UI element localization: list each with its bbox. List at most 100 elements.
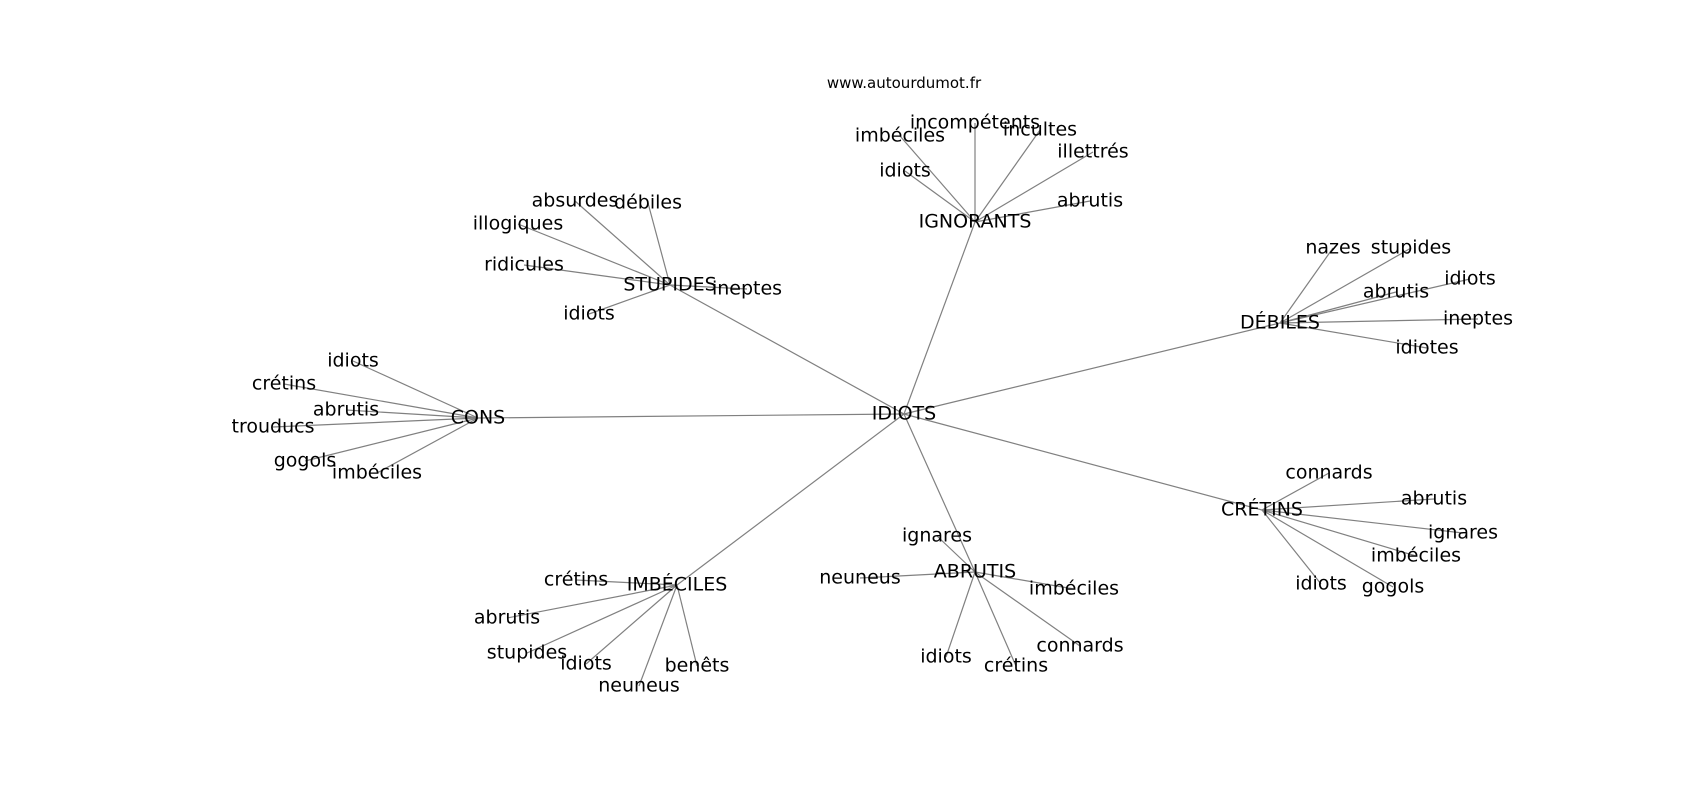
leaf-node-label[interactable]: neuneus <box>819 567 900 589</box>
leaf-node-label[interactable]: ignares <box>1428 522 1498 544</box>
edge-hub-to-leaf <box>974 200 1091 223</box>
edge-center-to-hub <box>903 413 976 573</box>
edge-hub-to-leaf <box>1261 509 1394 588</box>
leaf-node-label[interactable]: abrutis <box>474 607 540 629</box>
leaf-node-label[interactable]: gogols <box>1362 576 1425 598</box>
edge-center-to-hub <box>903 322 1281 415</box>
leaf-node-label[interactable]: incompétents <box>910 112 1040 134</box>
leaf-node-label[interactable]: idiots <box>327 350 379 372</box>
edge-hub-to-leaf <box>575 579 678 586</box>
edge-hub-to-leaf <box>647 202 671 286</box>
edge-hub-to-leaf <box>974 151 1094 223</box>
edge-hub-to-leaf <box>904 170 976 223</box>
edge-hub-to-leaf <box>376 417 479 474</box>
edge-hub-to-leaf <box>974 571 1017 667</box>
edge-hub-to-leaf <box>1261 509 1322 585</box>
edge-hub-to-leaf <box>1261 498 1435 511</box>
hub-node-label[interactable]: CONS <box>451 407 506 429</box>
edge-hub-to-leaf <box>974 129 1041 223</box>
leaf-node-label[interactable]: crétins <box>984 655 1048 677</box>
edge-hub-to-leaf <box>517 223 671 286</box>
leaf-node-label[interactable]: idiots <box>560 653 612 675</box>
node-labels: IDIOTSIGNORANTSimbécilesincompétentsincu… <box>232 112 1514 697</box>
edge-hub-to-leaf <box>676 584 698 667</box>
leaf-node-label[interactable]: ignares <box>902 525 972 547</box>
edge-center-to-hub <box>903 221 976 415</box>
leaf-node-label[interactable]: crétins <box>544 569 608 591</box>
leaf-node-label[interactable]: illogiques <box>473 213 564 235</box>
edge-hub-to-leaf <box>945 571 976 658</box>
hub-node-label[interactable]: CRÉTINS <box>1221 498 1303 521</box>
leaf-node-label[interactable]: idiots <box>563 303 615 325</box>
leaf-node-label[interactable]: stupides <box>1371 237 1451 259</box>
edge-hub-to-leaf <box>1279 278 1471 324</box>
edges <box>272 123 1479 687</box>
edge-hub-to-leaf <box>974 571 1075 590</box>
edge-hub-to-leaf <box>526 584 678 654</box>
leaf-node-label[interactable]: illettrés <box>1057 141 1128 163</box>
hub-node-label[interactable]: IGNORANTS <box>919 211 1032 233</box>
edge-hub-to-leaf <box>859 571 976 579</box>
edge-hub-to-leaf <box>1261 509 1417 557</box>
edge-hub-to-leaf <box>272 417 479 428</box>
edge-center-to-hub <box>669 284 905 415</box>
leaf-node-label[interactable]: nazes <box>1305 237 1360 259</box>
website-label: www.autourdumot.fr <box>827 74 982 92</box>
leaf-node-label[interactable]: incultes <box>1003 119 1077 141</box>
edge-hub-to-leaf <box>1279 291 1397 324</box>
edge-hub-to-leaf <box>638 584 678 687</box>
edge-hub-to-leaf <box>1279 322 1428 349</box>
hub-node-label[interactable]: IMBÉCILES <box>627 573 728 596</box>
leaf-node-label[interactable]: imbéciles <box>1029 578 1119 600</box>
leaf-node-label[interactable]: idiots <box>1295 573 1347 595</box>
leaf-node-label[interactable]: imbéciles <box>855 125 945 147</box>
edge-hub-to-leaf <box>585 584 678 665</box>
leaf-node-label[interactable]: ridicules <box>484 254 564 276</box>
leaf-node-label[interactable]: ineptes <box>1443 308 1513 330</box>
edge-center-to-hub <box>903 413 1263 511</box>
leaf-node-label[interactable]: débiles <box>614 192 682 214</box>
edge-hub-to-leaf <box>283 383 479 419</box>
leaf-node-label[interactable]: abrutis <box>1401 488 1467 510</box>
leaf-node-label[interactable]: absurdes <box>532 190 619 212</box>
edge-hub-to-leaf <box>352 360 479 419</box>
leaf-node-label[interactable]: idiotes <box>1395 337 1458 359</box>
leaf-node-label[interactable]: connards <box>1036 635 1123 657</box>
edge-center-to-hub <box>676 413 905 586</box>
leaf-node-label[interactable]: abrutis <box>1057 190 1123 212</box>
leaf-node-label[interactable]: idiots <box>879 160 931 182</box>
hub-node-label[interactable]: DÉBILES <box>1240 311 1320 334</box>
edge-hub-to-leaf <box>304 417 479 462</box>
leaf-node-label[interactable]: imbéciles <box>1371 545 1461 567</box>
leaf-node-label[interactable]: benêts <box>665 655 730 677</box>
leaf-node-label[interactable]: trouducs <box>232 416 315 438</box>
edge-hub-to-leaf <box>669 284 748 290</box>
leaf-node-label[interactable]: stupides <box>487 642 567 664</box>
edge-center-to-hub <box>477 413 905 419</box>
edge-hub-to-leaf <box>1279 318 1479 324</box>
leaf-node-label[interactable]: neuneus <box>598 675 679 697</box>
edge-hub-to-leaf <box>523 264 671 286</box>
edge-hub-to-leaf <box>936 535 976 573</box>
leaf-node-label[interactable]: gogols <box>274 450 337 472</box>
edge-hub-to-leaf <box>506 584 678 619</box>
leaf-node-label[interactable]: abrutis <box>1363 281 1429 303</box>
leaf-node-label[interactable]: abrutis <box>313 399 379 421</box>
edge-hub-to-leaf <box>1261 509 1464 534</box>
hub-node-label[interactable]: ABRUTIS <box>934 561 1016 583</box>
edge-hub-to-leaf <box>1279 247 1334 324</box>
leaf-node-label[interactable]: idiots <box>920 646 972 668</box>
edge-hub-to-leaf <box>588 284 671 315</box>
edge-hub-to-leaf <box>899 135 976 223</box>
edge-hub-to-leaf <box>974 571 1081 647</box>
edge-hub-to-leaf <box>1279 247 1412 324</box>
leaf-node-label[interactable]: ineptes <box>712 278 782 300</box>
leaf-node-label[interactable]: connards <box>1285 462 1372 484</box>
leaf-node-label[interactable]: idiots <box>1444 268 1496 290</box>
hub-node-label[interactable]: STUPIDES <box>623 274 716 296</box>
leaf-node-label[interactable]: imbéciles <box>332 462 422 484</box>
leaf-node-label[interactable]: crétins <box>252 373 316 395</box>
edge-hub-to-leaf <box>345 409 479 419</box>
center-node-label[interactable]: IDIOTS <box>872 403 936 425</box>
